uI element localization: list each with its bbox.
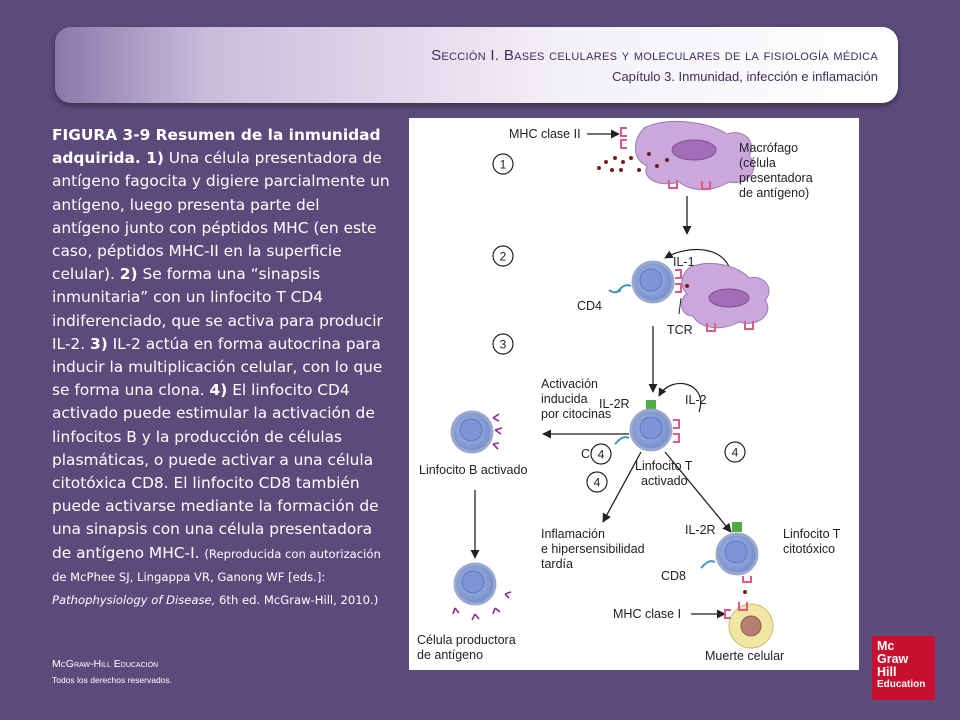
figure-caption: FIGURA 3-9 Resumen de la inmunidad adqui… [52, 124, 392, 611]
step-badge-1: 1 [492, 153, 514, 175]
svg-text:presentadora: presentadora [739, 171, 813, 185]
caption-part-2: Se forma una “sinapsis inmunitaria” con … [52, 265, 383, 353]
footer-rights: Todos los derechos reservados. [52, 675, 173, 685]
logo-line-3: Hill [877, 665, 897, 679]
caption-part-4: El linfocito CD4 activado puede estimula… [52, 381, 379, 562]
svg-text:4: 4 [594, 476, 601, 490]
credit-suffix: 6th ed. McGraw-Hill, 2010.) [215, 593, 379, 608]
caption-lead-bold: FIGURA 3-9 Resumen de la inmunidad adqui… [52, 126, 381, 168]
caption-step-2-bold: 2) [119, 265, 138, 284]
label-cytotoxic-t: Linfocito T citotóxico [783, 527, 841, 556]
apc-cell-synapse [681, 262, 770, 332]
section-title: Sección I. Bases celulares y moleculares… [431, 47, 878, 64]
section-banner: Sección I. Bases celulares y moleculares… [55, 27, 898, 103]
svg-text:Célula productora: Célula productora [417, 633, 516, 647]
activated-cd4-t-cell [614, 400, 680, 452]
svg-text:Activación: Activación [541, 377, 598, 391]
label-il-2r-bottom: IL-2R [685, 523, 716, 537]
credit-book: Pathophysiology of Disease, [52, 593, 216, 608]
label-tcr: TCR [667, 323, 693, 337]
target-cell [724, 590, 774, 649]
label-il-2: IL-2 [685, 393, 707, 407]
caption-step-4-bold: 4) [209, 381, 228, 400]
svg-text:e hipersensibilidad: e hipersensibilidad [541, 542, 645, 556]
label-cd8: CD8 [661, 569, 686, 583]
svg-text:activado: activado [641, 474, 688, 488]
footer-brand: McGraw-Hill Educación [52, 658, 159, 670]
svg-text:4: 4 [732, 446, 739, 460]
label-macrophage: Macrófago (célula presentadora de antíge… [739, 141, 813, 200]
label-il-2r-top: IL-2R [599, 397, 630, 411]
label-antibody-producer: Célula productora de antígeno [417, 633, 516, 662]
svg-text:(célula: (célula [739, 156, 776, 170]
svg-text:de antígeno: de antígeno [417, 648, 483, 662]
label-activated-t: Linfocito T activado [635, 459, 693, 488]
caption-part-1: Una célula presentadora de antígeno fago… [52, 149, 390, 284]
antigen-particles [597, 152, 669, 172]
svg-text:citotóxico: citotóxico [783, 542, 835, 556]
step-badge-4-left: 4 [590, 443, 612, 465]
svg-text:por citocinas: por citocinas [541, 407, 611, 421]
svg-text:Macrófago: Macrófago [739, 141, 798, 155]
svg-text:Linfocito T: Linfocito T [783, 527, 841, 541]
logo-line-1: Mc [877, 639, 895, 653]
svg-text:Inflamación: Inflamación [541, 527, 605, 541]
label-activated-b: Linfocito B activado [419, 463, 527, 477]
chapter-title: Capítulo 3. Inmunidad, infección e infla… [612, 69, 878, 84]
label-cell-death: Muerte celular [705, 649, 784, 663]
step-badge-4-center: 4 [586, 471, 608, 493]
mcgraw-hill-logo: Mc Graw Hill Education [872, 636, 935, 700]
svg-text:de antígeno): de antígeno) [739, 186, 809, 200]
svg-text:Linfocito T: Linfocito T [635, 459, 693, 473]
activated-b-cell [450, 410, 503, 454]
plasma-cell [452, 562, 512, 621]
macrophage-cell [620, 120, 755, 190]
label-mhc-class-ii: MHC clase II [509, 127, 581, 141]
logo-line-4: Education [877, 679, 926, 690]
step-badge-4-right: 4 [724, 441, 746, 463]
naive-cd4-t-cell [608, 260, 682, 304]
svg-text:2: 2 [500, 250, 507, 264]
svg-text:3: 3 [500, 338, 507, 352]
credit-prefix: (Reproducida con autorización de McPhee … [52, 546, 381, 584]
svg-text:4: 4 [598, 448, 605, 462]
caption-step-3-bold: 3) [89, 334, 108, 353]
svg-text:1: 1 [500, 158, 507, 172]
caption-part-3: IL-2 actúa en forma autocrina para induc… [52, 334, 383, 400]
caption-credit: (Reproducida con autorización de McPhee … [52, 547, 381, 607]
label-cytokine-activation: Activación inducida por citocinas [541, 377, 611, 421]
logo-line-2: Graw [877, 652, 909, 666]
svg-text:inducida: inducida [541, 392, 588, 406]
step-badge-3: 3 [492, 333, 514, 355]
immunity-diagram: MHC clase II Macrófago (célula presentad… [409, 118, 859, 670]
cd8-cytotoxic-t-cell [700, 522, 759, 583]
label-mhc-class-i: MHC clase I [613, 607, 681, 621]
label-inflammation: Inflamación e hipersensibilidad tardía [541, 527, 645, 571]
step-badge-2: 2 [492, 245, 514, 267]
label-cd4-top: CD4 [577, 299, 602, 313]
svg-text:tardía: tardía [541, 557, 573, 571]
label-il-1: IL-1 [673, 255, 695, 269]
